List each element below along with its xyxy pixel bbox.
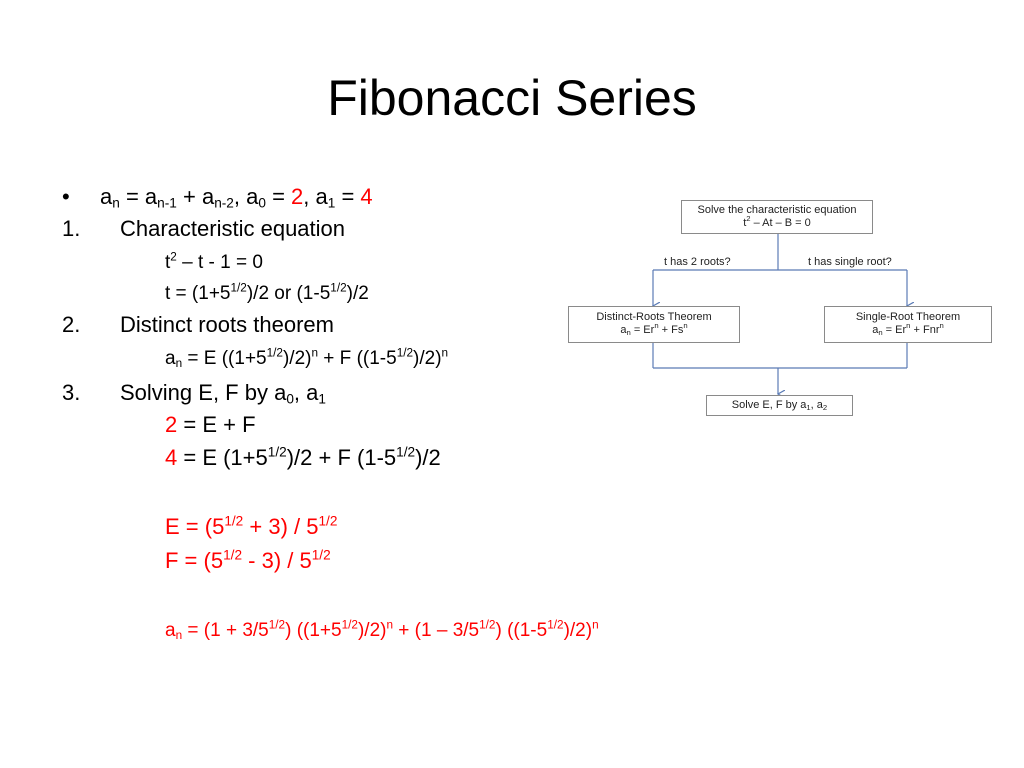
edge-label-single-root: t has single root? (808, 256, 892, 268)
solution-F: F = (51/2 - 3) / 51/2 (165, 547, 331, 573)
initial-a1-value: 4 (360, 184, 373, 209)
roots-line: t = (1+51/2)/2 or (1-51/2)/2 (165, 281, 369, 304)
bullet-marker: • (62, 184, 70, 209)
equation-a0: 2 = E + F (165, 412, 256, 437)
step-3-label: Solving E, F by a0, a1 (120, 380, 326, 407)
characteristic-equation: t2 – t - 1 = 0 (165, 250, 263, 273)
flow-box-distinct-roots: Distinct-Roots Theorem an = Ern + Fsn (568, 306, 740, 343)
slide-title: Fibonacci Series (327, 70, 697, 126)
final-formula: an = (1 + 3/51/2) ((1+51/2)/2)n + (1 – 3… (165, 618, 599, 642)
step-1-marker: 1. (62, 216, 81, 241)
step-3-marker: 3. (62, 380, 81, 405)
step-2-label: Distinct roots theorem (120, 312, 334, 337)
solution-E: E = (51/2 + 3) / 51/2 (165, 513, 338, 539)
flow-box-single-root: Single-Root Theorem an = Ern + Fnrn (824, 306, 992, 343)
flow-box-characteristic: Solve the characteristic equation t2 – A… (681, 200, 873, 234)
step-1-label: Characteristic equation (120, 216, 346, 241)
recurrence-line: an = an-1 + an-2, a0 = 2, a1 = 4 (100, 184, 373, 211)
edge-label-two-roots: t has 2 roots? (664, 256, 731, 268)
distinct-roots-formula: an = E ((1+51/2)/2)n + F ((1-51/2)/2)n (165, 346, 449, 370)
equation-a1: 4 = E (1+51/2)/2 + F (1-51/2)/2 (165, 444, 441, 470)
initial-a0-value: 2 (291, 184, 304, 209)
flow-box-solve: Solve E, F by a1, a2 (706, 395, 853, 416)
step-2-marker: 2. (62, 312, 81, 337)
